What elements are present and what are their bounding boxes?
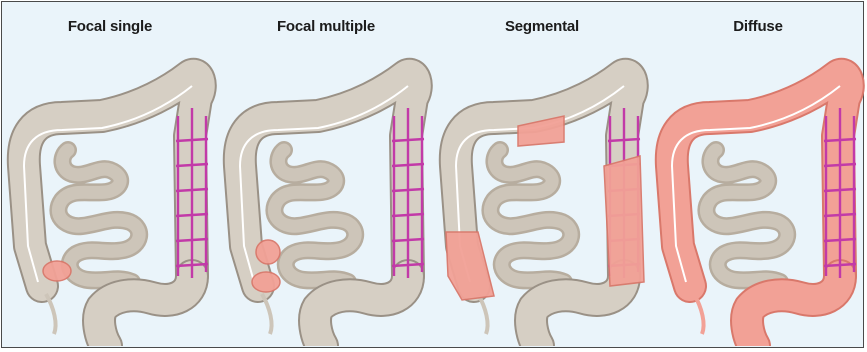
panel-diffuse: Diffuse [650, 2, 866, 347]
panel-title: Segmental [434, 18, 650, 35]
panel-segmental: Segmental [434, 2, 650, 347]
panel-title: Focal single [2, 18, 218, 35]
colon-illustration [650, 46, 866, 346]
inflamed-segment [604, 156, 644, 286]
panel-title: Diffuse [650, 18, 866, 35]
colon-illustration [218, 46, 434, 346]
inflamed-focus [43, 261, 71, 281]
inflamed-focus [256, 240, 280, 264]
colon-illustration [2, 46, 218, 346]
colon-illustration [434, 46, 650, 346]
inflamed-segment [446, 232, 494, 300]
inflamed-focus [252, 272, 280, 292]
panel-title: Focal multiple [218, 18, 434, 35]
panel-focal-single: Focal single [2, 2, 218, 347]
panel-focal-multiple: Focal multiple [218, 2, 434, 347]
